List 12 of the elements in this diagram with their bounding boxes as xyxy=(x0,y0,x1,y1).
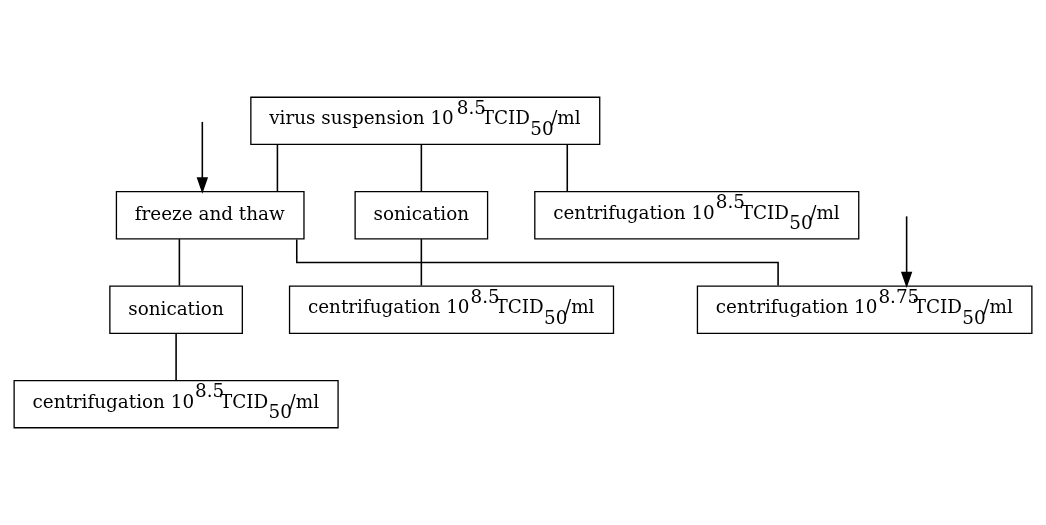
node-box: sonication xyxy=(354,191,489,240)
connector xyxy=(420,238,423,287)
connector xyxy=(420,143,423,192)
connector xyxy=(295,238,779,287)
connector xyxy=(175,332,177,381)
node-box: freeze and thaw xyxy=(115,191,305,240)
connector xyxy=(178,238,181,287)
connector xyxy=(566,143,569,192)
arrow xyxy=(900,215,913,289)
connector xyxy=(276,143,279,192)
arrow xyxy=(196,121,209,194)
node-box: sonication xyxy=(109,285,243,334)
